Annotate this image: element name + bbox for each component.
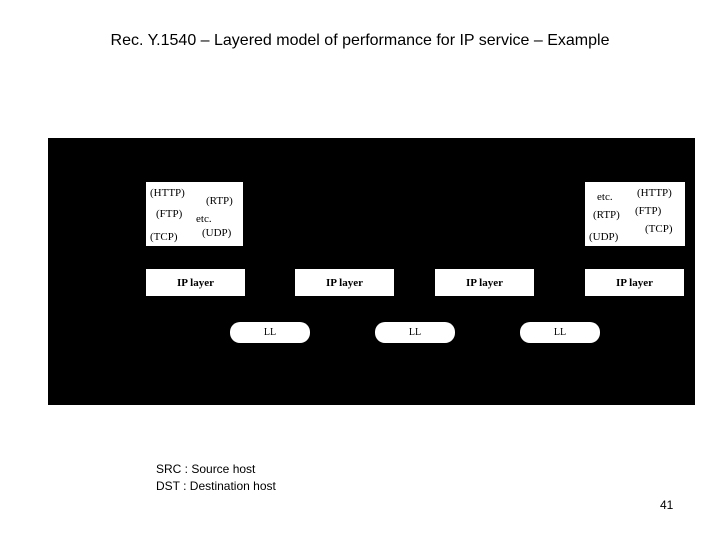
page-number: 41 [660,498,674,512]
link-layer-3: LL [520,322,600,343]
ip-layer-src: IP layer [146,269,245,296]
slide-title: Rec. Y.1540 – Layered model of performan… [110,32,610,49]
protocol-label: (FTP) [635,205,662,217]
legend-dst: DST : Destination host [156,479,276,493]
protocol-label: (RTP) [206,195,233,207]
ip-layer-router-1: IP layer [295,269,394,296]
ip-layer-dst: IP layer [585,269,684,296]
protocol-label: (RTP) [593,209,620,221]
layered-model-diagram: (HTTP) (RTP) (FTP) etc. (TCP) (UDP) etc.… [48,138,695,405]
protocol-label: (UDP) [589,231,619,243]
legend-src: SRC : Source host [156,462,256,476]
protocol-label: etc. [196,213,212,225]
left-host-protocols: (HTTP) (RTP) (FTP) etc. (TCP) (UDP) [146,182,243,246]
protocol-label: (TCP) [645,223,673,235]
protocol-label: (TCP) [150,231,178,243]
protocol-label: (FTP) [156,208,183,220]
link-layer-2: LL [375,322,455,343]
protocol-label: (HTTP) [150,187,185,199]
protocol-label: (UDP) [202,227,232,239]
right-host-protocols: etc. (HTTP) (RTP) (FTP) (UDP) (TCP) [585,182,685,246]
protocol-label: etc. [597,191,613,203]
protocol-label: (HTTP) [637,187,672,199]
ip-layer-router-2: IP layer [435,269,534,296]
link-layer-1: LL [230,322,310,343]
